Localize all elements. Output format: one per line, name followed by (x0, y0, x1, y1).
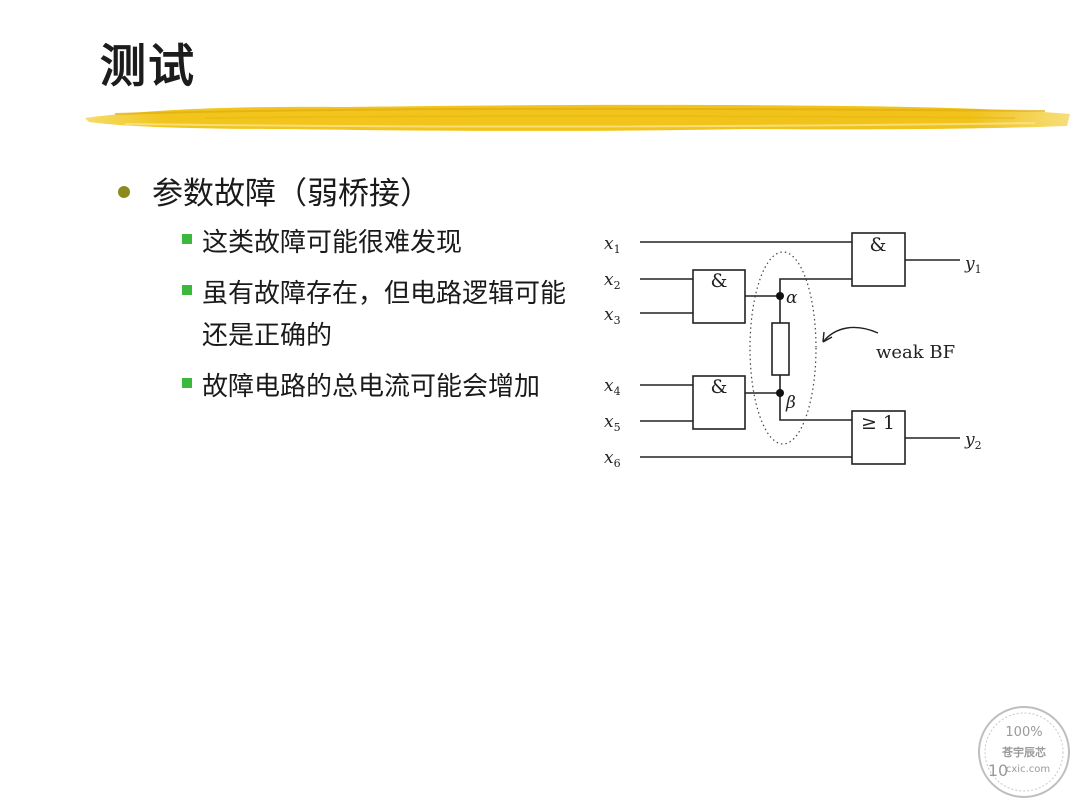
sub-bullet-text: 虽有故障存在，但电路逻辑可能还是正确的 (202, 279, 567, 351)
sub-bullet: 故障电路的总电流可能会增加 (182, 366, 572, 408)
and-gate-lower-label: & (711, 376, 728, 398)
input-label-x1: x1 (604, 234, 621, 256)
fault-region-ellipse (749, 251, 817, 445)
sub-bullet: 虽有故障存在，但电路逻辑可能还是正确的 (182, 273, 572, 357)
seal-brand: 苍宇辰芯 (1001, 745, 1046, 759)
annotation-arrow (822, 326, 879, 343)
page-number: 10 (988, 761, 1008, 780)
sub-bullet: 这类故障可能很难发现 (182, 222, 572, 264)
bullet-dot-icon (118, 185, 130, 198)
annotation-weak-bf: weak BF (876, 342, 955, 363)
output-label-y1: y1 (964, 254, 982, 276)
and-gate-upper-label: & (711, 270, 728, 292)
or-gate-output (851, 410, 906, 465)
weak-bridging-fault-circuit: & & & ≥ 1 α β weak BF x1 x2 x3 x4 x5 x6 … (604, 232, 982, 470)
square-bullet-icon (182, 378, 192, 388)
square-bullet-icon (182, 285, 192, 295)
input-label-x2: x2 (604, 270, 621, 292)
seal-site: cxic.com (1006, 764, 1050, 775)
and-gate-output-label: & (870, 234, 887, 256)
input-label-x3: x3 (604, 305, 621, 327)
input-label-x5: x5 (604, 412, 621, 434)
watermark-seal: 100% 苍宇辰芯 cxic.com 10 (978, 706, 1070, 798)
main-bullet: 参数故障（弱桥接） (118, 168, 431, 213)
node-beta-label: β (785, 393, 796, 413)
sub-bullet-text: 这类故障可能很难发现 (202, 228, 463, 258)
node-alpha-dot (776, 292, 784, 300)
square-bullet-icon (182, 234, 192, 244)
node-alpha-label: α (786, 288, 798, 308)
node-beta-dot (776, 389, 784, 397)
input-label-x6: x6 (604, 448, 621, 470)
sub-bullet-text: 故障电路的总电流可能会增加 (202, 372, 541, 402)
seal-percent: 100% (1005, 725, 1042, 740)
main-bullet-text: 参数故障（弱桥接） (152, 176, 431, 212)
and-gate-output (851, 232, 906, 287)
or-gate-output-label: ≥ 1 (861, 412, 895, 434)
input-label-x4: x4 (604, 376, 621, 398)
slide-title: 测试 (100, 39, 196, 93)
and-gate-lower (692, 375, 746, 430)
title-underline-brush (85, 104, 1070, 131)
and-gate-upper (692, 269, 746, 324)
arrow-head-icon (822, 331, 833, 343)
output-label-y2: y2 (964, 430, 982, 452)
